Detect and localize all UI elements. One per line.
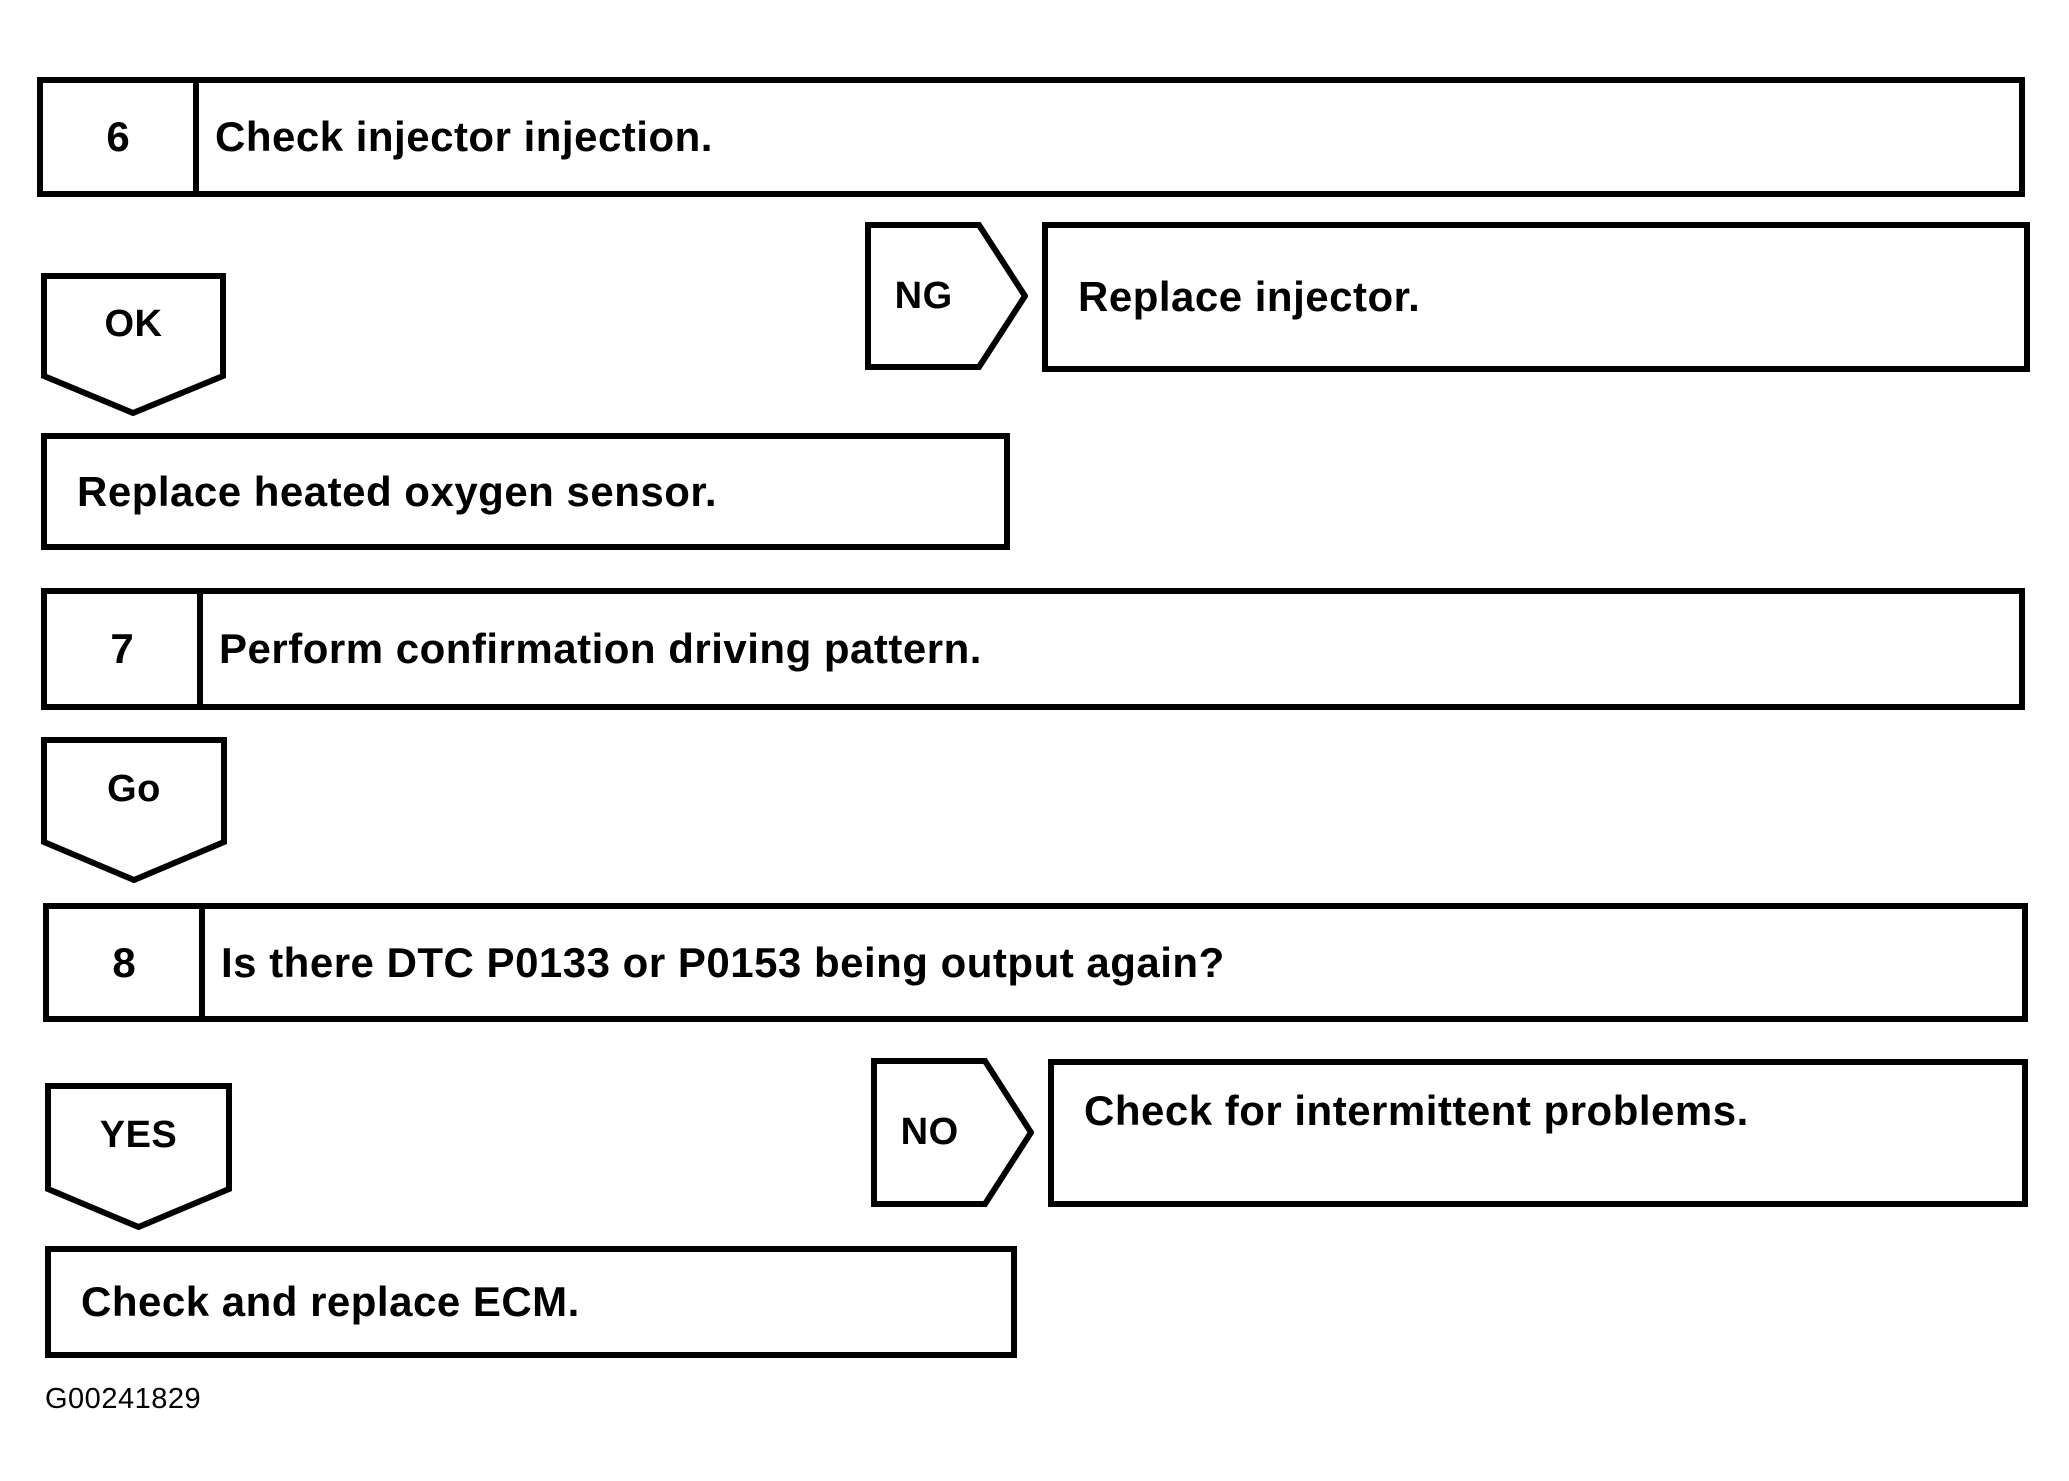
connector-ng-label: NG xyxy=(894,274,953,317)
step-7-number: 7 xyxy=(47,594,203,704)
result-intermittent-problems: Check for intermittent problems. xyxy=(1048,1059,2028,1207)
connector-ok-label: OK xyxy=(104,302,163,345)
result-replace-o2-sensor: Replace heated oxygen sensor. xyxy=(41,433,1010,550)
connector-ng: NG xyxy=(865,222,1028,370)
result-replace-injector: Replace injector. xyxy=(1042,222,2030,372)
connector-no-label: NO xyxy=(900,1111,959,1153)
connector-no: NO xyxy=(871,1058,1034,1207)
connector-ok: OK xyxy=(41,273,226,416)
result-replace-ecm: Check and replace ECM. xyxy=(45,1246,1017,1358)
pentagon-right-shape xyxy=(865,222,1028,370)
step-7-box: 7 Perform confirmation driving pattern. xyxy=(41,588,2025,710)
step-6-title: Check injector injection. xyxy=(215,113,713,160)
pentagon-down-shape xyxy=(45,1083,232,1230)
pentagon-right-shape xyxy=(871,1058,1034,1207)
connector-yes: YES xyxy=(45,1083,232,1230)
step-8-title: Is there DTC P0133 or P0153 being output… xyxy=(221,938,1225,986)
figure-id-label: G00241829 xyxy=(45,1383,202,1415)
connector-go-label: Go xyxy=(107,768,161,811)
step-6-box: 6 Check injector injection. xyxy=(37,77,2025,197)
step-6-number: 6 xyxy=(43,83,199,191)
connector-yes-label: YES xyxy=(99,1114,178,1157)
pentagon-down-shape xyxy=(41,273,226,416)
step-7-title: Perform confirmation driving pattern. xyxy=(219,625,982,672)
step-8-number: 8 xyxy=(49,909,205,1016)
connector-go: Go xyxy=(41,737,227,883)
pentagon-down-shape xyxy=(41,737,227,883)
step-8-box: 8 Is there DTC P0133 or P0153 being outp… xyxy=(43,903,2028,1022)
